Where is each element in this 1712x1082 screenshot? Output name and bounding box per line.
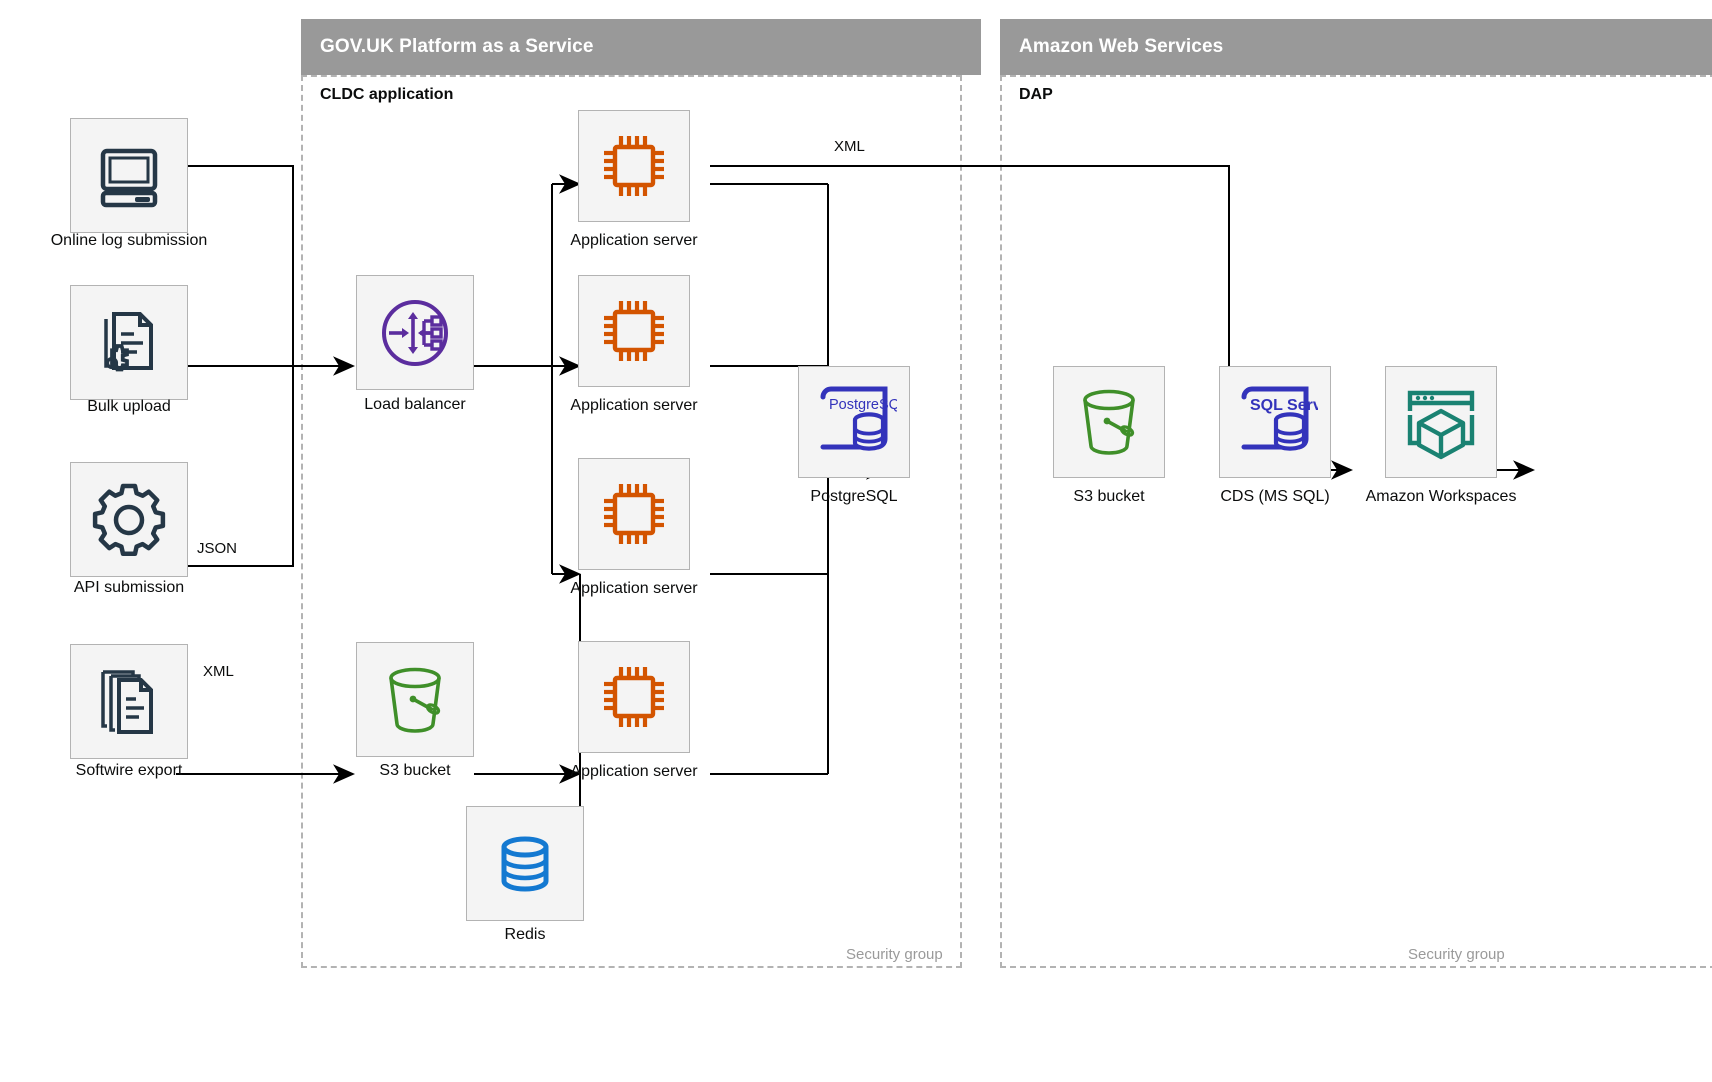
cpu-chip-icon [604, 301, 664, 361]
document-gear-icon [104, 311, 153, 371]
load-balancer-icon [382, 299, 448, 366]
caption-s3-bucket-aws: S3 bucket [1073, 488, 1145, 505]
node-load-balancer[interactable] [356, 275, 474, 390]
caption-application-server-2: Application server [570, 397, 698, 414]
edge-label-json: JSON [197, 540, 238, 557]
caption-application-server-4: Application server [570, 763, 698, 780]
node-application-server-1[interactable] [578, 110, 690, 222]
caption-application-server-1: Application server [570, 232, 698, 249]
node-softwire-export[interactable] [70, 644, 188, 759]
node-postgresql[interactable]: PostgreSQL [798, 366, 910, 478]
security-group-boundary-aws [1000, 75, 1712, 968]
cpu-chip-icon [604, 484, 664, 544]
caption-load-balancer: Load balancer [364, 396, 466, 413]
caption-application-server-3: Application server [570, 580, 698, 597]
node-s3-bucket-paas[interactable] [356, 642, 474, 757]
caption-bulk-upload: Bulk upload [87, 398, 171, 415]
node-bulk-upload[interactable] [70, 285, 188, 400]
subtitle-dap: DAP [1019, 86, 1053, 103]
sql-server-icon: SQL Server [1241, 386, 1318, 451]
caption-cds-ms-sql: CDS (MS SQL) [1220, 488, 1330, 505]
edge-label-xml-softwire: XML [203, 663, 234, 680]
cpu-chip-icon [604, 667, 664, 727]
cpu-chip-icon [604, 136, 664, 196]
node-api-submission[interactable] [70, 462, 188, 577]
node-application-server-3[interactable] [578, 458, 690, 570]
subtitle-cldc-application: CLDC application [320, 86, 454, 103]
caption-api-submission: API submission [73, 579, 185, 596]
group-title-aws: Amazon Web Services [1019, 36, 1224, 57]
node-application-server-4[interactable] [578, 641, 690, 753]
node-application-server-2[interactable] [578, 275, 690, 387]
redis-database-icon [501, 836, 549, 891]
desktop-computer-icon [100, 148, 158, 207]
security-group-boundary-paas [301, 75, 962, 968]
svg-text:SQL Server: SQL Server [1250, 397, 1318, 414]
security-group-label-paas: Security group [846, 946, 943, 963]
caption-online-log-submission: Online log submission [50, 232, 208, 249]
node-redis[interactable] [466, 806, 584, 921]
node-cds-ms-sql[interactable]: SQL Server [1219, 366, 1331, 478]
security-group-label-aws: Security group [1408, 946, 1505, 963]
caption-postgresql: PostgreSQL [810, 488, 898, 505]
caption-s3-bucket-paas: S3 bucket [379, 762, 451, 779]
caption-amazon-workspaces: Amazon Workspaces [1365, 488, 1517, 505]
node-online-log-submission[interactable] [70, 118, 188, 233]
s3-bucket-icon [1083, 389, 1135, 455]
group-header-aws: Amazon Web Services [1000, 19, 1712, 75]
node-s3-bucket-aws[interactable] [1053, 366, 1165, 478]
svg-text:PostgreSQL: PostgreSQL [829, 397, 897, 413]
group-header-paas: GOV.UK Platform as a Service [301, 19, 981, 75]
node-amazon-workspaces[interactable] [1385, 366, 1497, 478]
documents-stack-icon [101, 669, 153, 734]
postgresql-icon: PostgreSQL [820, 386, 897, 451]
gear-icon [92, 483, 166, 556]
group-title-paas: GOV.UK Platform as a Service [320, 36, 594, 57]
edge-label-xml-to-s3: XML [834, 138, 865, 155]
amazon-workspaces-icon [1407, 390, 1475, 460]
s3-bucket-icon [389, 667, 441, 733]
caption-softwire-export: Softwire export [75, 762, 183, 779]
caption-redis: Redis [504, 926, 546, 943]
